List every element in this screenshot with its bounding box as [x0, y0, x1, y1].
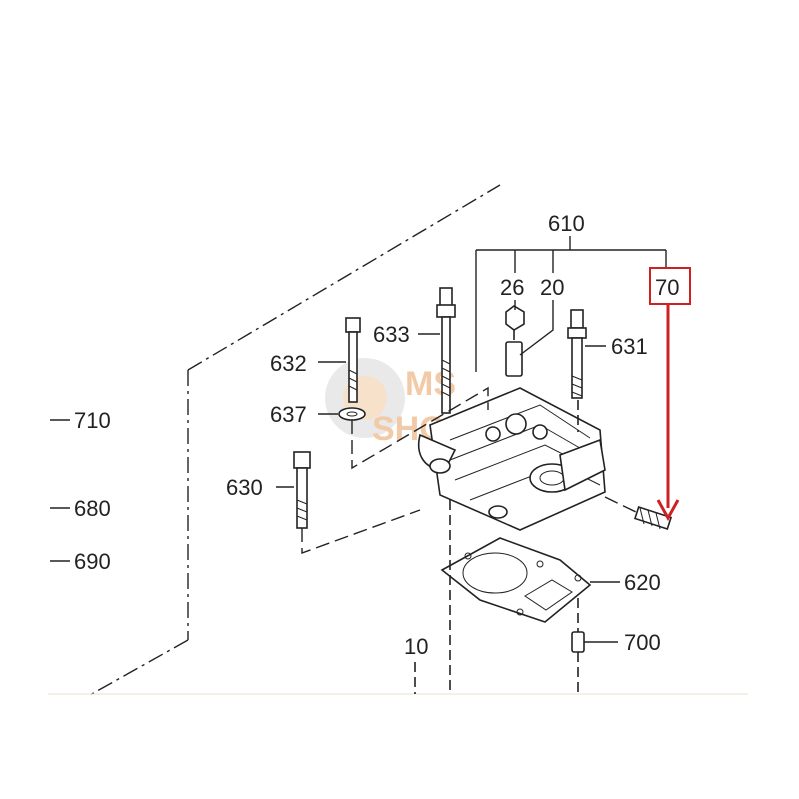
cylinder-head — [418, 387, 606, 531]
label-700: 700 — [624, 630, 661, 655]
pin-20 — [505, 341, 523, 377]
label-632: 632 — [270, 351, 307, 376]
label-631: 631 — [611, 334, 648, 359]
label-20: 20 — [540, 275, 564, 300]
label-610: 610 — [548, 211, 585, 236]
label-633: 633 — [373, 322, 410, 347]
head-gasket — [440, 537, 592, 623]
label-70: 70 — [655, 275, 679, 300]
label-26: 26 — [500, 275, 524, 300]
assembly-boundary — [48, 184, 748, 696]
dowel-700 — [571, 631, 585, 653]
bolt-633 — [436, 287, 456, 414]
stud-631 — [567, 309, 587, 399]
label-680: 680 — [74, 496, 111, 521]
label-630: 630 — [226, 475, 263, 500]
nut-26 — [505, 305, 525, 331]
label-690: 690 — [74, 549, 111, 574]
arrow-down-icon — [656, 499, 680, 522]
label-710: 710 — [74, 408, 111, 433]
bracket-610 — [475, 236, 667, 372]
leader-lines — [50, 300, 620, 643]
label-620: 620 — [624, 570, 661, 595]
bolt-630 — [293, 451, 311, 529]
washer-637 — [338, 407, 366, 421]
label-10: 10 — [404, 634, 428, 659]
bolt-632 — [345, 317, 361, 403]
assembly-lines — [301, 330, 637, 694]
label-637: 637 — [270, 402, 307, 427]
part-labels: 610 26 20 70 633 632 631 637 630 620 700… — [74, 211, 679, 659]
plug-70 — [633, 506, 673, 530]
highlight-70 — [649, 267, 691, 522]
